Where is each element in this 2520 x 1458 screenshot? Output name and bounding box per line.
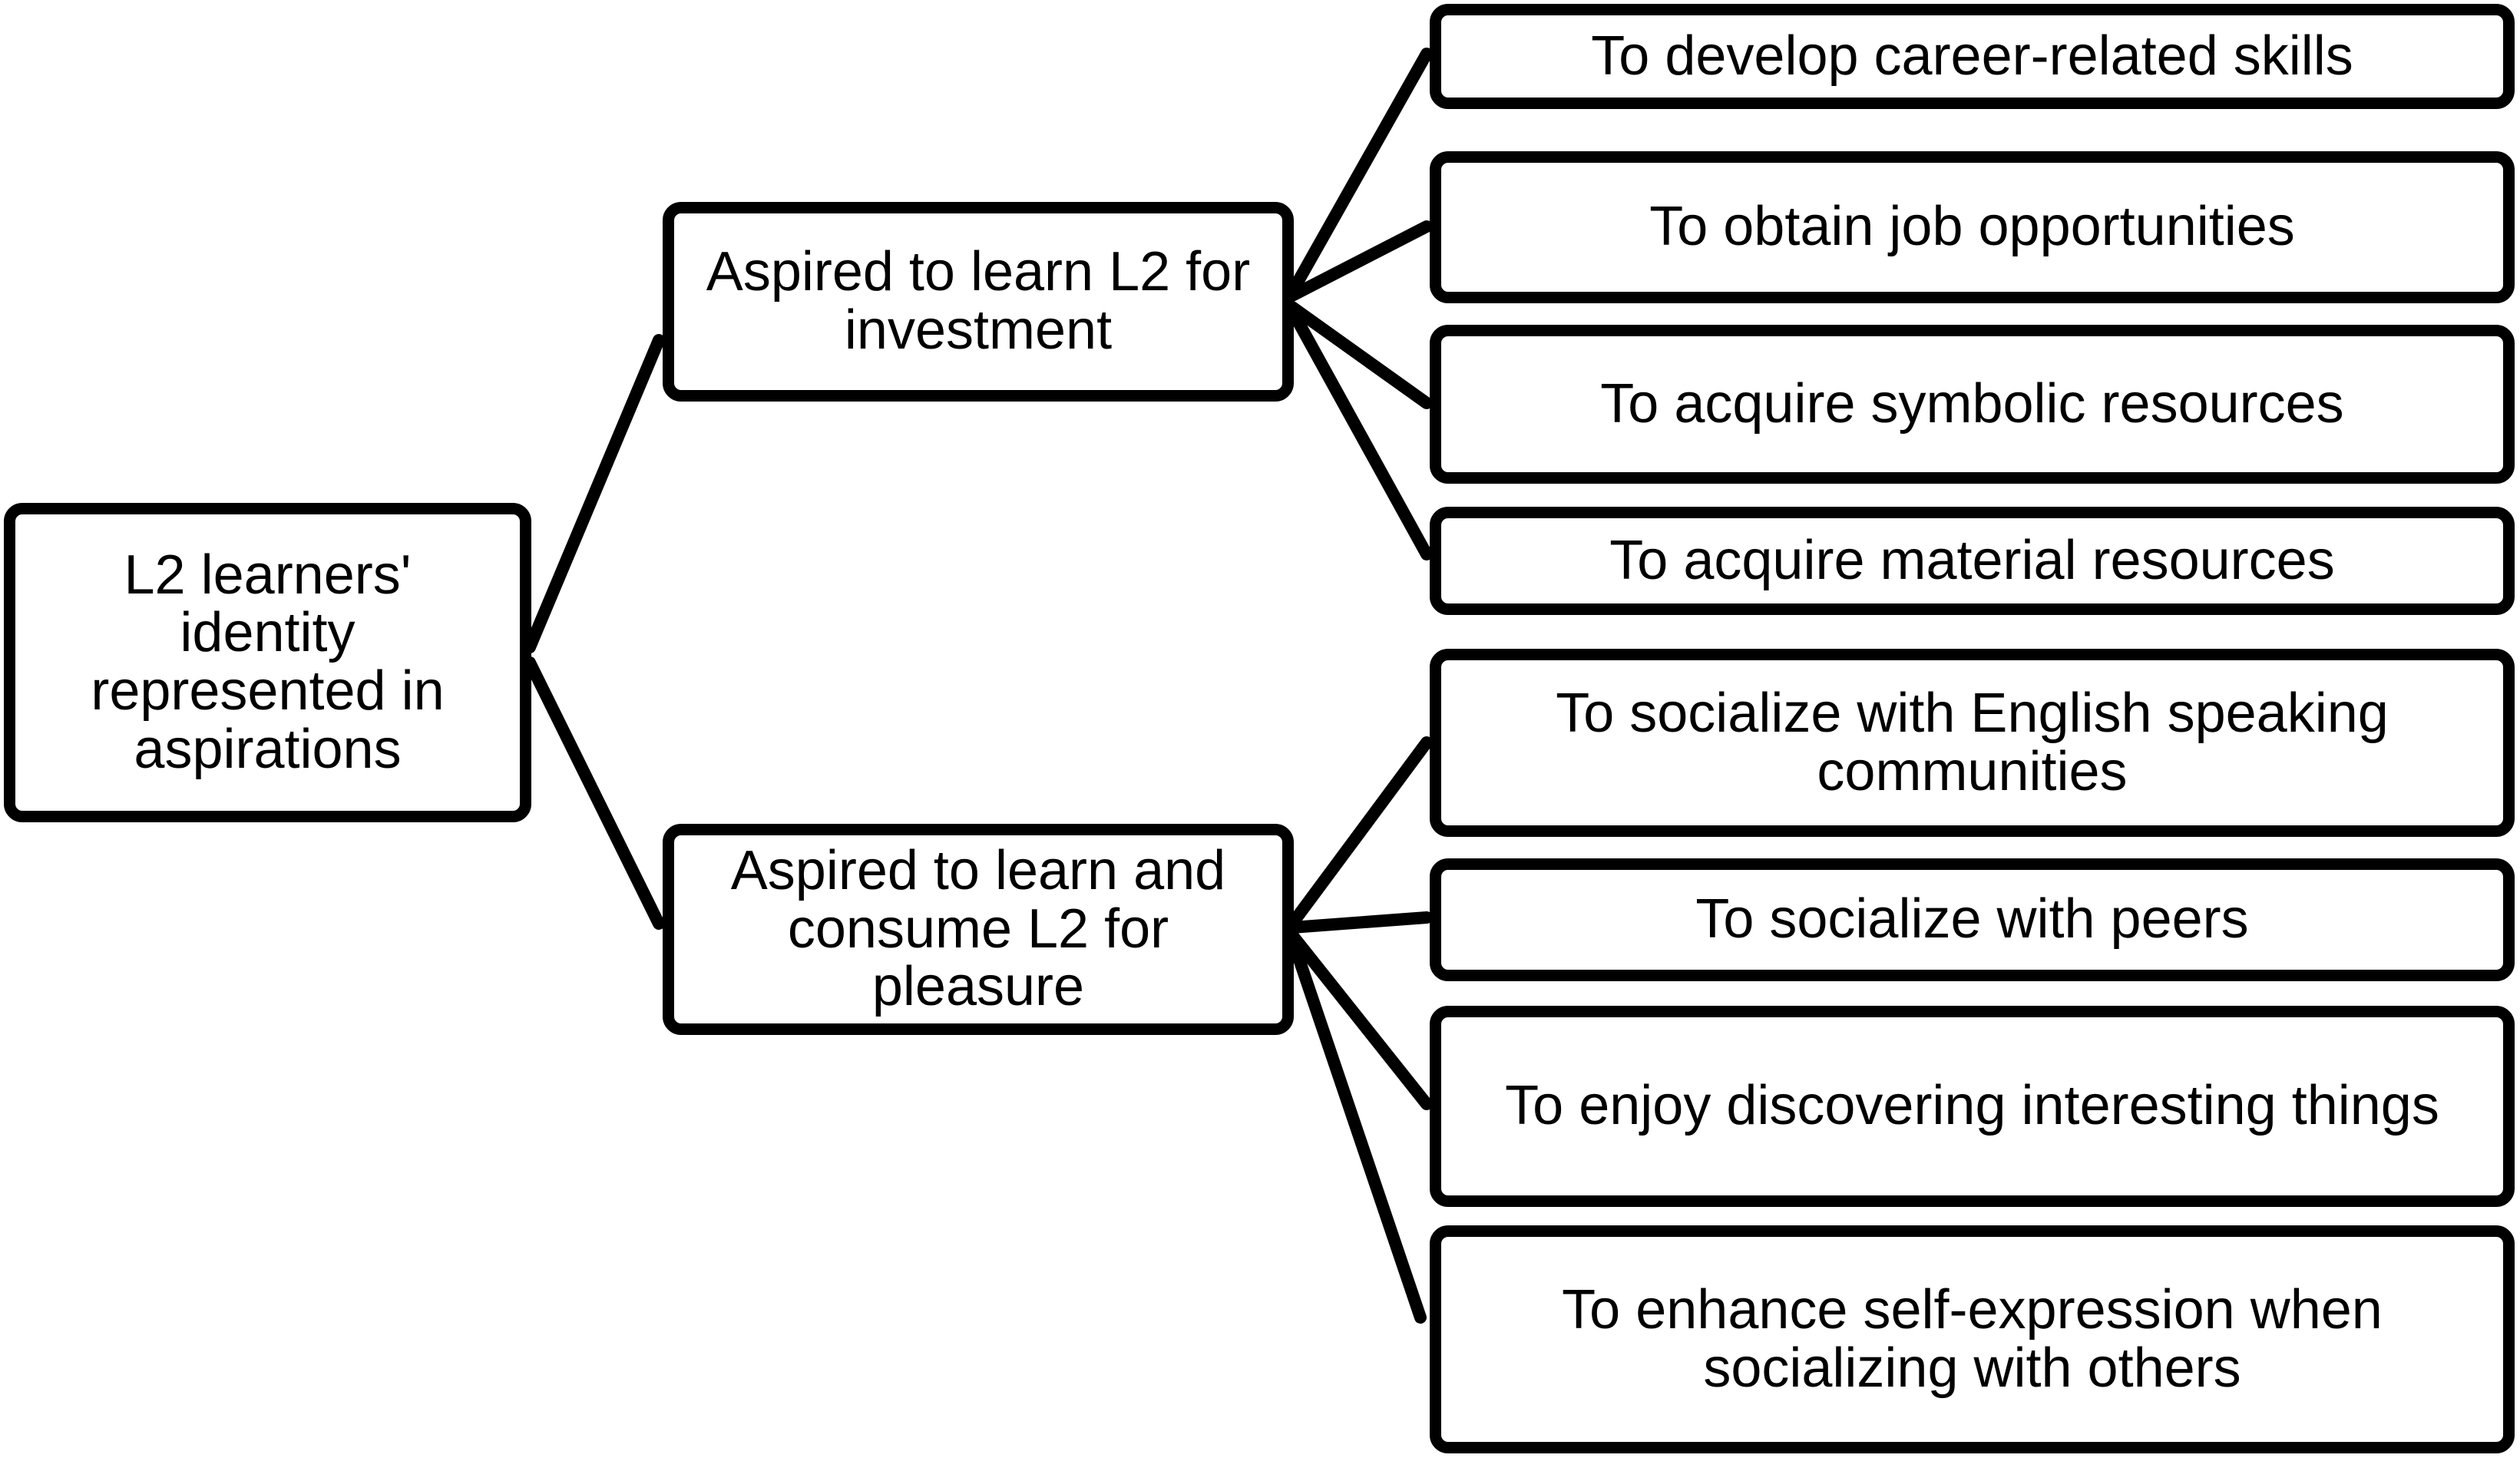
- branch-node-pleasure-label: Aspired to learn and consume L2 for plea…: [730, 840, 1226, 1018]
- leaf-node-english-communities-label: To socialize with English speaking commu…: [1556, 682, 2389, 802]
- leaf-node-material-resources: To acquire material resources: [1430, 507, 2515, 615]
- leaf-node-self-expression: To enhance self-expression when socializ…: [1430, 1225, 2515, 1453]
- branch-node-investment-label: Aspired to learn L2 for investment: [706, 241, 1251, 361]
- branch-node-investment: Aspired to learn L2 for investment: [663, 202, 1294, 402]
- connector-pleasure-to-discovering: [1286, 929, 1433, 1110]
- leaf-node-career-skills-label: To develop career-related skills: [1591, 25, 2353, 87]
- leaf-node-job-opportunities-label: To obtain job opportunities: [1649, 196, 2295, 258]
- connector-investment-to-job-opportunities: [1286, 220, 1433, 302]
- leaf-node-job-opportunities: To obtain job opportunities: [1430, 151, 2515, 303]
- leaf-node-career-skills: To develop career-related skills: [1430, 4, 2515, 109]
- leaf-node-peers: To socialize with peers: [1430, 858, 2515, 981]
- connector-pleasure-to-peers: [1286, 911, 1433, 934]
- connector-investment-to-career-skills: [1286, 48, 1433, 298]
- connector-investment-to-symbolic-resources: [1286, 301, 1433, 409]
- connector-investment-to-material-resources: [1286, 305, 1433, 560]
- connector-pleasure-to-english-communities: [1286, 736, 1433, 930]
- leaf-node-symbolic-resources: To acquire symbolic resources: [1430, 325, 2515, 484]
- connector-root-to-pleasure: [524, 656, 665, 930]
- root-node: L2 learners' identity represented in asp…: [4, 503, 531, 822]
- leaf-node-self-expression-label: To enhance self-expression when socializ…: [1562, 1278, 2383, 1399]
- leaf-node-discovering-label: To enjoy discovering interesting things: [1505, 1075, 2439, 1137]
- branch-node-pleasure: Aspired to learn and consume L2 for plea…: [663, 824, 1294, 1035]
- leaf-node-english-communities: To socialize with English speaking commu…: [1430, 649, 2515, 837]
- leaf-node-discovering: To enjoy discovering interesting things: [1430, 1006, 2515, 1207]
- leaf-node-symbolic-resources-label: To acquire symbolic resources: [1600, 372, 2344, 435]
- leaf-node-material-resources-label: To acquire material resources: [1609, 529, 2335, 591]
- leaf-node-peers-label: To socialize with peers: [1695, 888, 2249, 951]
- connector-root-to-investment: [524, 334, 665, 653]
- connector-pleasure-to-self-expression: [1286, 933, 1427, 1324]
- root-node-label: L2 learners' identity represented in asp…: [91, 544, 445, 780]
